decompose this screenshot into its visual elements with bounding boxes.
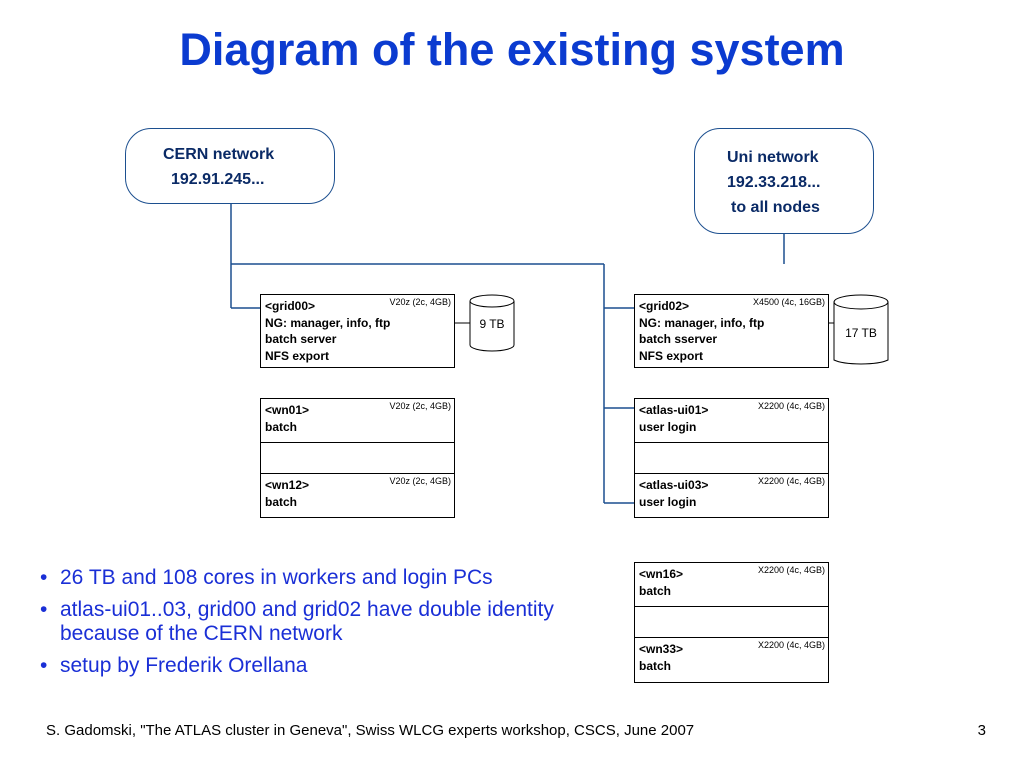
- node-wn33-spec: X2200 (4c, 4GB): [757, 640, 825, 650]
- node-grid00-role: NFS export: [265, 348, 330, 363]
- bullet-item: setup by Frederik Orellana: [40, 654, 600, 678]
- node-wn01-spec: V20z (2c, 4GB): [389, 401, 451, 411]
- bullet-list: 26 TB and 108 cores in workers and login…: [40, 566, 600, 686]
- node-grid02: <grid02> NG: manager, info, ftp batch ss…: [634, 294, 829, 368]
- node-grid02-spec: X4500 (4c, 16GB): [752, 297, 825, 307]
- node-atlas-ui01-spec: X2200 (4c, 4GB): [757, 401, 825, 411]
- disk-icon-right: [833, 294, 889, 365]
- cern-network-ip: 192.91.245...: [171, 171, 265, 188]
- node-wn12-role: batch: [265, 494, 298, 509]
- node-atlas-ui03-role: user login: [639, 494, 697, 509]
- cern-network-name: CERN network: [163, 146, 275, 163]
- node-grid00-spec: V20z (2c, 4GB): [389, 297, 451, 307]
- slide-title: Diagram of the existing system: [179, 24, 845, 75]
- node-atlas-ui01-role: user login: [639, 419, 697, 434]
- node-wn33-role: batch: [639, 658, 672, 673]
- footer-citation: S. Gadomski, "The ATLAS cluster in Genev…: [46, 722, 695, 739]
- uni-network-ip: 192.33.218...: [727, 174, 821, 191]
- node-grid00-role: NG: manager, info, ftp: [265, 315, 391, 330]
- node-atlas-ui03: <atlas-ui03> user login X2200 (4c, 4GB): [634, 473, 829, 518]
- disk-icon-left: [469, 294, 515, 352]
- node-wn33-name: <wn33>: [639, 642, 684, 656]
- page-number: 3: [977, 722, 986, 739]
- node-gap-left: [260, 442, 455, 474]
- node-gap-right-top: [634, 442, 829, 474]
- node-wn12: <wn12> batch V20z (2c, 4GB): [260, 473, 455, 518]
- node-grid02-role: batch sserver: [639, 332, 718, 346]
- node-grid02-name: <grid02>: [639, 299, 690, 313]
- node-wn16-name: <wn16>: [639, 567, 684, 581]
- node-wn01-name: <wn01>: [265, 403, 310, 417]
- node-wn01: <wn01> batch V20z (2c, 4GB): [260, 398, 455, 443]
- node-wn16: <wn16> batch X2200 (4c, 4GB): [634, 562, 829, 607]
- uni-network-note: to all nodes: [731, 199, 820, 216]
- bullet-item: 26 TB and 108 cores in workers and login…: [40, 566, 600, 590]
- node-atlas-ui03-spec: X2200 (4c, 4GB): [757, 476, 825, 486]
- disk-label-right: 17 TB: [845, 326, 877, 340]
- uni-network-name: Uni network: [727, 149, 819, 166]
- node-grid00-role: batch server: [265, 332, 337, 346]
- node-wn12-spec: V20z (2c, 4GB): [389, 476, 451, 486]
- node-grid00: <grid00> NG: manager, info, ftp batch se…: [260, 294, 455, 368]
- node-wn33: <wn33> batch X2200 (4c, 4GB): [634, 637, 829, 683]
- node-grid02-role: NFS export: [639, 348, 704, 363]
- node-grid00-name: <grid00>: [265, 299, 316, 313]
- disk-label-left: 9 TB: [479, 317, 505, 331]
- node-wn12-name: <wn12>: [265, 478, 310, 492]
- node-atlas-ui01-name: <atlas-ui01>: [639, 403, 709, 417]
- node-gap-right-bottom: [634, 606, 829, 638]
- uni-network-box: Uni network 192.33.218... to all nodes: [694, 128, 874, 234]
- cern-network-box: CERN network 192.91.245...: [125, 128, 335, 204]
- node-wn16-spec: X2200 (4c, 4GB): [757, 565, 825, 575]
- node-atlas-ui01: <atlas-ui01> user login X2200 (4c, 4GB): [634, 398, 829, 443]
- node-wn01-role: batch: [265, 419, 298, 434]
- node-grid02-role: NG: manager, info, ftp: [639, 315, 765, 330]
- bullet-item: atlas-ui01..03, grid00 and grid02 have d…: [40, 598, 600, 646]
- node-wn16-role: batch: [639, 583, 672, 598]
- node-atlas-ui03-name: <atlas-ui03>: [639, 478, 709, 492]
